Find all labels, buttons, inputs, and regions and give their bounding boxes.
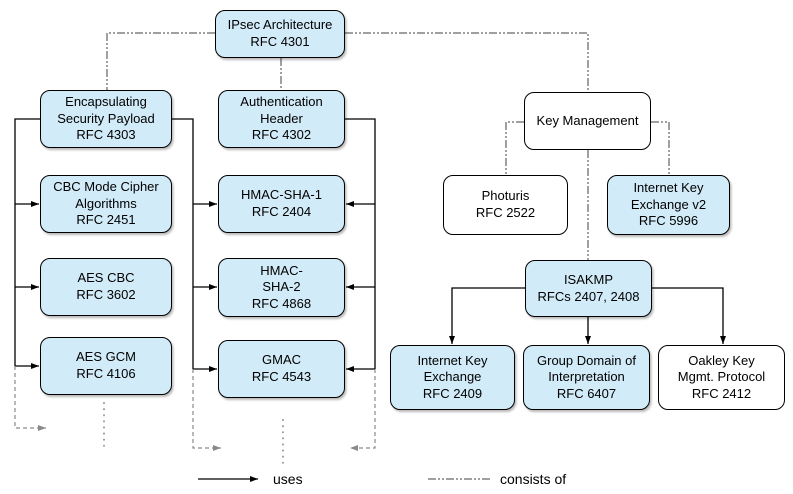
node-label: HMAC- SHA-2 RFC 4868 <box>251 262 312 311</box>
node-gmac: GMAC RFC 4543 <box>218 340 345 398</box>
legend-uses-label: uses <box>273 471 303 487</box>
node-key-management: Key Management <box>524 92 651 150</box>
node-oakley-key-mgmt-protocol: Oakley Key Mgmt. Protocol RFC 2412 <box>658 345 785 410</box>
node-label: Group Domain of Interpretation RFC 6407 <box>537 352 636 401</box>
node-cbc-mode-cipher-algorithms: CBC Mode Cipher Algorithms RFC 2451 <box>40 175 172 233</box>
node-authentication-header: Authentication Header RFC 4302 <box>218 90 345 148</box>
node-label: Encapsulating Security Payload RFC 4303 <box>57 94 155 143</box>
node-label: CBC Mode Cipher Algorithms RFC 2451 <box>53 179 159 228</box>
node-label: Authentication Header RFC 4302 <box>240 94 323 143</box>
node-label: Photuris RFC 2522 <box>475 188 536 220</box>
node-hmac-sha-1: HMAC-SHA-1 RFC 2404 <box>218 175 345 233</box>
legend-consists-of-label: consists of <box>500 471 567 487</box>
node-label: ISAKMP RFCs 2407, 2408 <box>537 271 640 304</box>
node-photuris: Photuris RFC 2522 <box>443 175 568 235</box>
node-label: HMAC-SHA-1 RFC 2404 <box>241 187 322 219</box>
consists-of-connectors <box>106 32 670 480</box>
node-label: AES GCM RFC 4106 <box>76 349 136 381</box>
node-ipsec-architecture: IPsec Architecture RFC 4301 <box>215 10 345 58</box>
node-internet-key-exchange: Internet Key Exchange RFC 2409 <box>390 345 515 410</box>
node-label: Oakley Key Mgmt. Protocol RFC 2412 <box>677 352 766 401</box>
node-hmac-sha-2: HMAC- SHA-2 RFC 4868 <box>218 258 345 317</box>
node-label: GMAC RFC 4543 <box>251 352 312 384</box>
node-aes-gcm: AES GCM RFC 4106 <box>40 337 172 395</box>
node-internet-key-exchange-v2: Internet Key Exchange v2 RFC 5996 <box>607 175 730 235</box>
ellipsis-indicators <box>103 402 284 469</box>
node-label: IPsec Architecture RFC 4301 <box>227 17 333 49</box>
node-label: Internet Key Exchange RFC 2409 <box>417 352 488 401</box>
node-encapsulating-security-payload: Encapsulating Security Payload RFC 4303 <box>40 90 172 148</box>
node-isakmp: ISAKMP RFCs 2407, 2408 <box>525 260 652 317</box>
node-label: AES CBC RFC 3602 <box>76 270 136 302</box>
node-label: Key Management <box>536 112 639 128</box>
node-aes-cbc: AES CBC RFC 3602 <box>40 258 172 316</box>
uses-connectors <box>14 118 726 482</box>
node-label: Internet Key Exchange v2 RFC 5996 <box>630 180 707 229</box>
node-group-domain-of-interpretation: Group Domain of Interpretation RFC 6407 <box>523 345 650 410</box>
continuation-connectors <box>14 366 376 451</box>
